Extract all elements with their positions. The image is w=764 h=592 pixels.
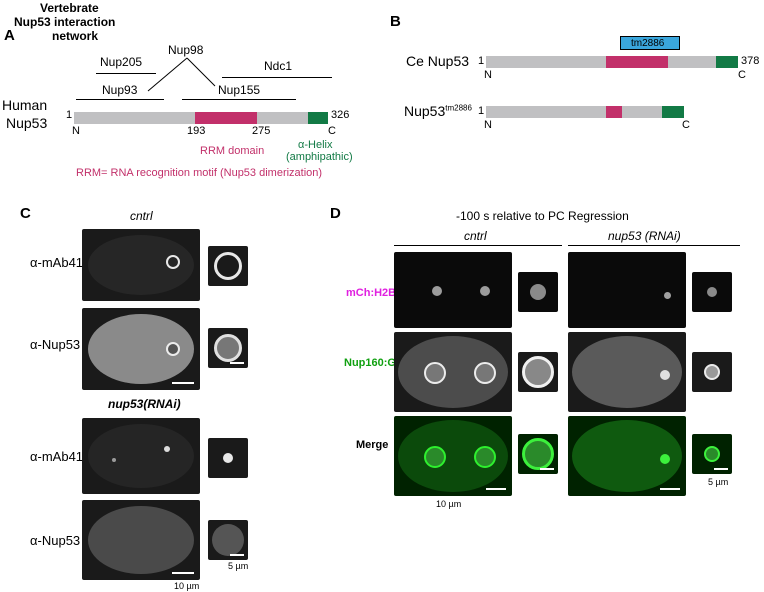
panel-d-rnai-line [568,245,740,246]
human-start-pos: 1 [66,109,73,121]
helix-label-line1: α-Helix [298,139,333,151]
panel-d-cntrl-line [394,245,562,246]
panel-d-rnai-h2b-image [568,252,686,328]
mutant-label: Nup53tm2886 [404,104,472,118]
panel-c-rnai-nup53-inset [208,520,248,560]
panel-c-ctrl-nup53-inset [208,328,248,368]
ce-nup53-label: Ce Nup53 [406,53,470,69]
human-pos-193: 193 [187,125,206,137]
ce-start-pos: 1 [478,55,485,67]
human-n-terminus: N [72,125,80,137]
mutant-label-sup: tm2886 [445,103,472,113]
rrm-note: RRM= RNA recognition motif (Nup53 dimeri… [76,167,323,179]
panel-d-row3-label: Merge [356,439,389,451]
panel-d-rnai-h2b-inset [692,272,732,312]
panel-d-ctrl-gfp-image [394,332,512,412]
label-nup93: Nup93 [102,83,138,97]
network-title-line3: network [52,29,99,43]
panel-d-scale-10um: 10 µm [436,499,462,509]
mutant-start-pos: 1 [478,105,485,117]
ce-end-pos: 378 [741,55,760,67]
rrm-domain-label: RRM domain [200,145,265,157]
mutant-label-main: Nup53 [404,103,446,119]
human-label-line1: Human [2,97,48,113]
panel-d-letter: D [330,205,341,222]
panel-d-rnai-gfp-image [568,332,686,412]
network-title-line2: Nup53 interaction [14,15,116,29]
ce-c-terminus: C [738,69,746,81]
panel-c-ctrl-mab414-inset [208,246,248,286]
human-rrm-domain-bar [195,112,257,124]
panel-d-ctrl-merge-inset [518,434,558,474]
label-nup98: Nup98 [168,43,204,57]
panel-d-ctrl-gfp-inset [518,352,558,392]
panel-c-ctrl-mab414-image [82,229,200,301]
nup155-line [182,99,296,100]
mutant-helix-bar [662,106,684,118]
panel-d-ctrl-h2b-inset [518,272,558,312]
panel-d-cntrl-header: cntrl [464,229,487,243]
panel-c-scale-10um: 10 µm [174,581,200,591]
label-nup155: Nup155 [218,83,261,97]
panel-d-ctrl-h2b-image [394,252,512,328]
panel-d-ctrl-merge-image [394,416,512,496]
panel-d-scale-5um: 5 µm [708,477,729,487]
ce-n-terminus: N [484,69,492,81]
human-label-line2: Nup53 [6,115,48,131]
panel-c-row3-label: α-mAb414 [30,449,91,464]
label-ndc1: Ndc1 [264,59,293,73]
panel-c-rnai-nup53-image [82,500,200,580]
panel-c-rnai-mab414-image [82,418,200,494]
ndc1-line [222,77,332,78]
tm2886-label: tm2886 [631,38,665,49]
panel-d-rnai-merge-inset [692,434,732,474]
mutant-rrm-bar [606,106,622,118]
panel-c-scale-5um: 5 µm [228,561,249,571]
panel-b-letter: B [390,13,401,30]
tm2886-deletion-box [620,36,680,50]
mutant-n-terminus: N [484,119,492,131]
network-title-line1: Vertebrate [40,1,99,15]
panel-d-rnai-merge-image [568,416,686,496]
panel-c-rnai-mab414-inset [208,438,248,478]
ce-rrm-domain-bar [606,56,668,68]
panel-c-letter: C [20,205,31,222]
nup205-line [96,73,156,74]
human-pos-275: 275 [252,125,271,137]
panel-c-row4-label: α-Nup53 [30,533,81,548]
nup93-line [76,99,164,100]
panel-c-row1-label: α-mAb414 [30,255,91,270]
mutant-protein-bar [486,106,684,118]
panel-c-ctrl-nup53-image [82,308,200,390]
mutant-c-terminus: C [682,119,690,131]
human-c-terminus: C [328,125,336,137]
panel-c-row2-label: α-Nup53 [30,337,81,352]
panel-c-rnai-header: nup53(RNAi) [108,397,181,411]
panel-d-row1-label: mCh:H2B [346,287,397,299]
panel-c-cntrl-header: cntrl [130,209,153,223]
panel-d-rnai-gfp-inset [692,352,732,392]
panel-d-row2-label: Nup160:GFP [344,357,411,369]
panel-d-header: -100 s relative to PC Regression [456,209,629,223]
panel-a-letter: A [4,27,15,44]
panel-d-rnai-header: nup53 (RNAi) [608,229,681,243]
helix-label-line2: (amphipathic) [286,151,353,163]
ce-helix-bar [716,56,738,68]
human-helix-bar [308,112,328,124]
human-end-pos: 326 [331,109,350,121]
label-nup205: Nup205 [100,55,143,69]
